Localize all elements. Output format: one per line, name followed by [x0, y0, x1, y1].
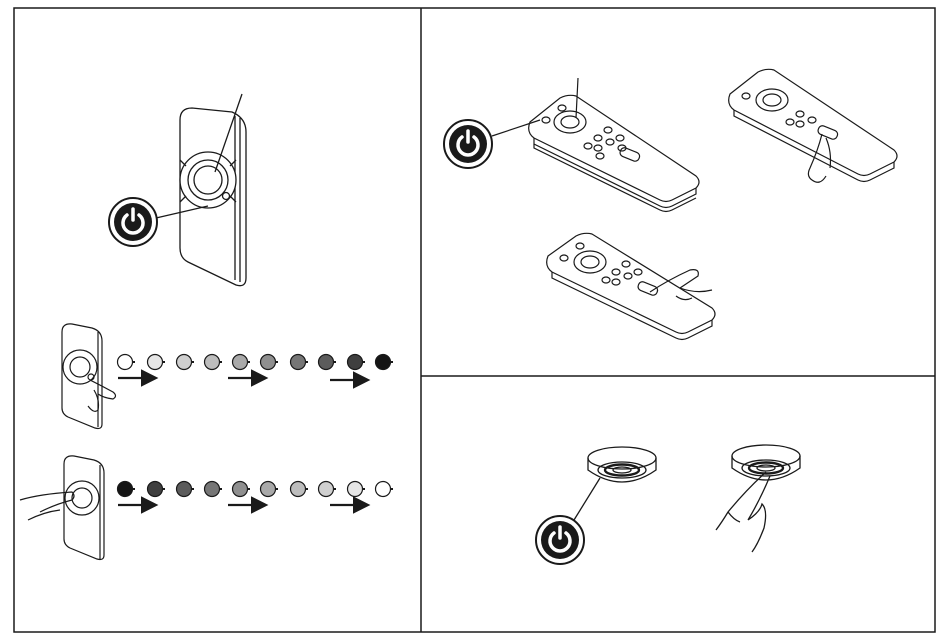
- brightness-dot: [148, 355, 163, 370]
- power-icon: [444, 120, 492, 168]
- brightness-dot: [376, 482, 391, 497]
- brightness-dot: [291, 355, 306, 370]
- brightness-dot: [205, 355, 220, 370]
- brightness-dot: [261, 355, 276, 370]
- power-icon: [109, 198, 157, 246]
- dim-up-arrows: [118, 378, 366, 380]
- slim-remote-hand-top: [729, 69, 897, 182]
- slim-remote-main: [529, 78, 699, 212]
- handheld-remote-small-down: [20, 456, 104, 560]
- brightness-dot: [319, 355, 334, 370]
- brightness-dot: [177, 482, 192, 497]
- dim-down-sequence: [118, 482, 394, 497]
- brightness-dot: [205, 482, 220, 497]
- brightness-dot: [118, 482, 133, 497]
- brightness-dot: [148, 482, 163, 497]
- puck-light-hand: [716, 445, 800, 552]
- power-icon: [536, 516, 584, 564]
- brightness-dot: [319, 482, 334, 497]
- brightness-dot: [348, 482, 363, 497]
- brightness-dot: [291, 482, 306, 497]
- dim-up-sequence: [118, 355, 394, 370]
- slim-remote-hand-bottom: [547, 233, 715, 339]
- brightness-dot: [118, 355, 133, 370]
- puck-light-main: [574, 447, 656, 520]
- brightness-dot: [261, 482, 276, 497]
- brightness-dot: [233, 482, 248, 497]
- brightness-dot: [348, 355, 363, 370]
- brightness-dot: [376, 355, 391, 370]
- handheld-remote-large: [180, 94, 246, 286]
- hand-icon: [716, 472, 770, 552]
- handheld-remote-small-up: [62, 324, 116, 429]
- brightness-dot: [233, 355, 248, 370]
- brightness-dot: [177, 355, 192, 370]
